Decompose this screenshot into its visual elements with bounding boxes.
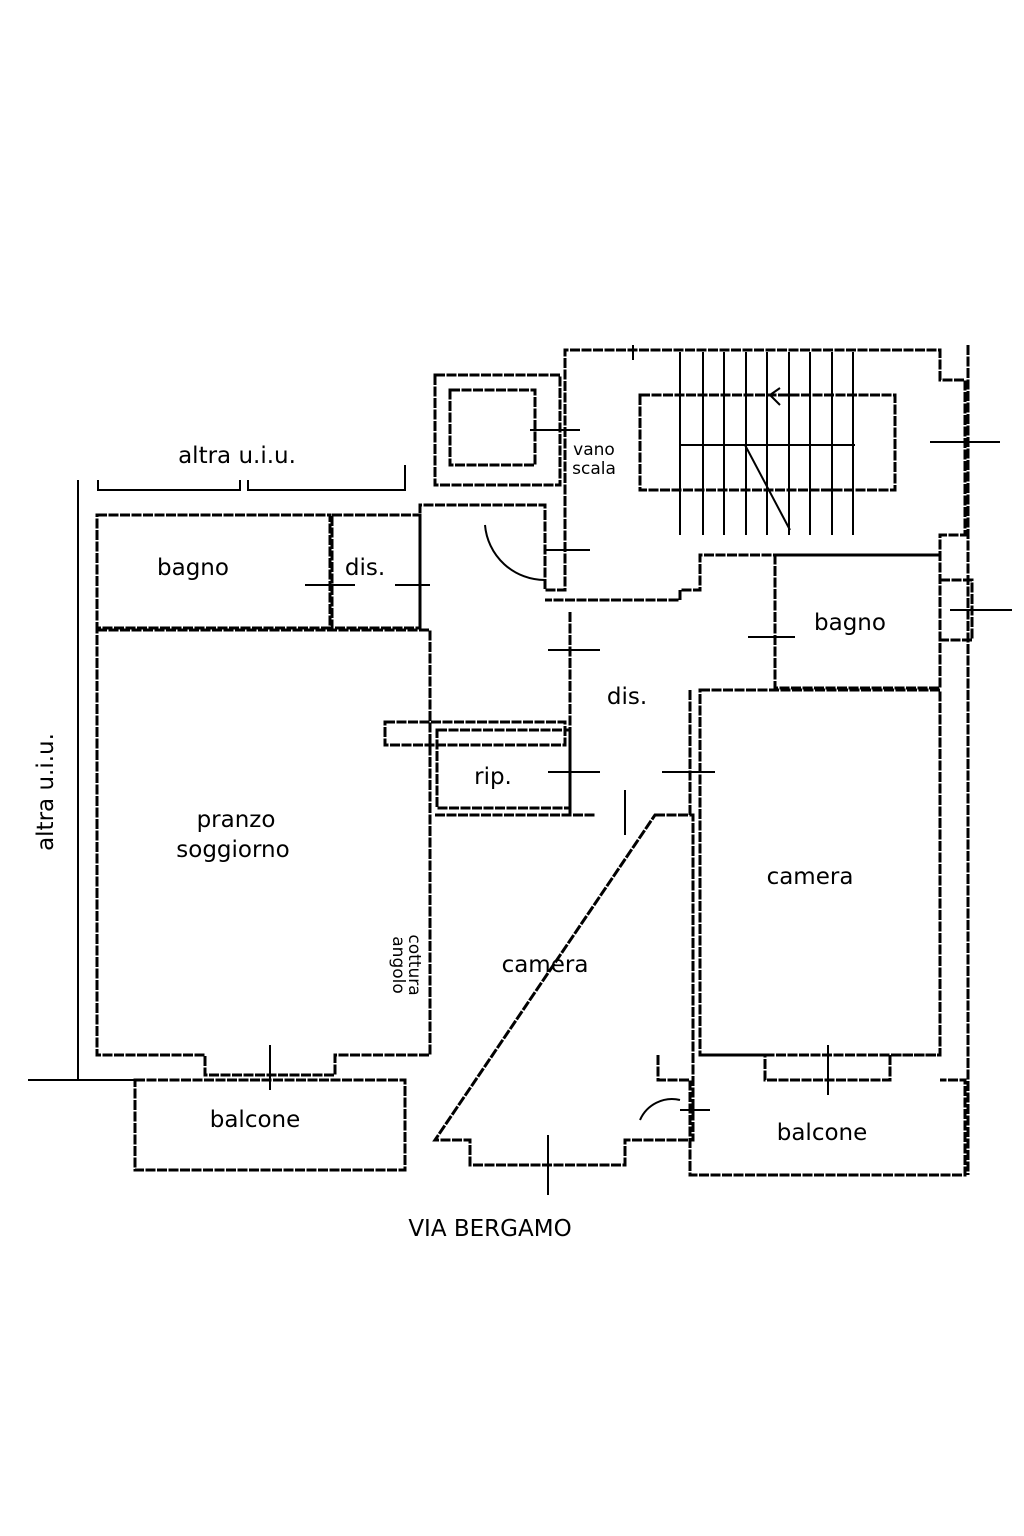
room-labels: altra u.i.u. altra u.i.u. bagno dis. van…: [33, 440, 886, 1242]
label-cooking-1: angolo: [388, 936, 408, 994]
label-other-unit-top: altra u.i.u.: [178, 443, 296, 469]
label-bath-right: bagno: [814, 610, 886, 636]
stair-steps: [679, 352, 854, 535]
label-storage: rip.: [474, 764, 512, 790]
label-bath-left: bagno: [157, 555, 229, 581]
label-bedroom-right: camera: [767, 864, 854, 890]
label-hall-center: dis.: [607, 684, 647, 710]
label-other-unit-left: altra u.i.u.: [33, 733, 59, 851]
other-unit-markers: [28, 465, 406, 1081]
label-balcony-left: balcone: [210, 1107, 301, 1133]
label-stairwell-1: vano: [573, 440, 615, 460]
label-balcony-right: balcone: [777, 1120, 868, 1146]
label-hall-left: dis.: [345, 555, 385, 581]
walls: [95, 345, 1012, 1195]
label-cooking-2: cottura: [404, 934, 424, 995]
label-bedroom-middle: camera: [502, 952, 589, 978]
label-living-1: pranzo: [197, 807, 276, 833]
label-living-2: soggiorno: [176, 837, 289, 863]
label-street: VIA BERGAMO: [408, 1216, 571, 1242]
label-stairwell-2: scala: [572, 459, 616, 479]
